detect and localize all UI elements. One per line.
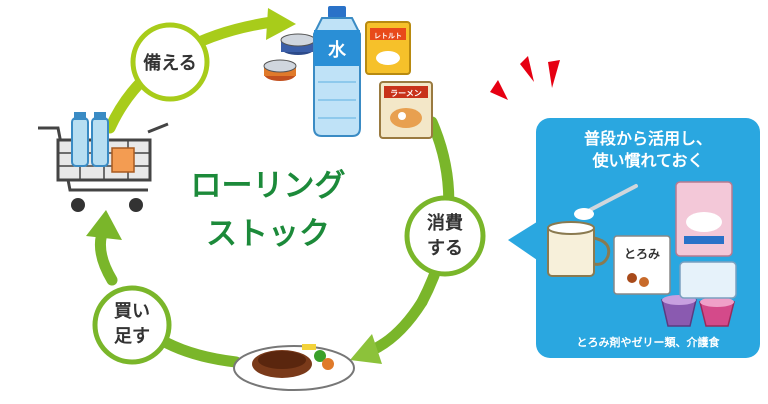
shopping-cart-icon <box>38 112 169 212</box>
arrowhead-stock <box>266 8 296 40</box>
water-label: 水 <box>328 39 347 61</box>
callout-caption: とろみ剤やゼリー類、介護食 <box>577 335 721 349</box>
callout-box: 普段から活用し、 使い慣れておく とろみ とろみ剤やゼリー類、介 <box>508 118 760 358</box>
canned-food-icon <box>263 33 316 81</box>
alert-marks <box>490 56 560 100</box>
step-prepare: 備える <box>130 22 210 102</box>
center-title-line1: ローリング <box>191 168 346 204</box>
jelly-cups-icon <box>661 261 737 327</box>
arrowhead-meal <box>350 334 382 364</box>
step-prepare-label: 備える <box>143 52 196 74</box>
care-food-pouch-icon <box>675 181 733 257</box>
retort-label: レトルト <box>374 32 402 40</box>
step-consume-label-1: 消費 <box>427 212 463 234</box>
step-replenish: 買い 足す <box>92 285 172 365</box>
step-consume: 消費 する <box>404 195 486 277</box>
step-replenish-label-2: 足す <box>114 326 150 347</box>
center-title-line2: ストック <box>206 216 330 252</box>
arc-consume-to-meal <box>362 296 428 358</box>
thickener-package-icon: とろみ <box>613 235 671 295</box>
callout-title-line1: 普段から活用し、 <box>584 129 712 148</box>
mug-and-spoon-icon <box>547 184 638 277</box>
ramen-label: ラーメン <box>390 89 422 98</box>
instant-ramen-icon: ラーメン <box>379 81 433 139</box>
hamburg-steak-plate-icon <box>233 344 355 391</box>
step-consume-label-2: する <box>427 238 463 259</box>
thickener-label: とろみ <box>624 247 660 261</box>
callout-title-line2: 使い慣れておく <box>591 151 703 170</box>
water-bottle-icon: 水 <box>313 6 361 137</box>
step-replenish-label-1: 買い <box>114 301 150 322</box>
retort-pack-icon: レトルト <box>365 21 411 75</box>
arrowhead-cart <box>86 210 122 240</box>
